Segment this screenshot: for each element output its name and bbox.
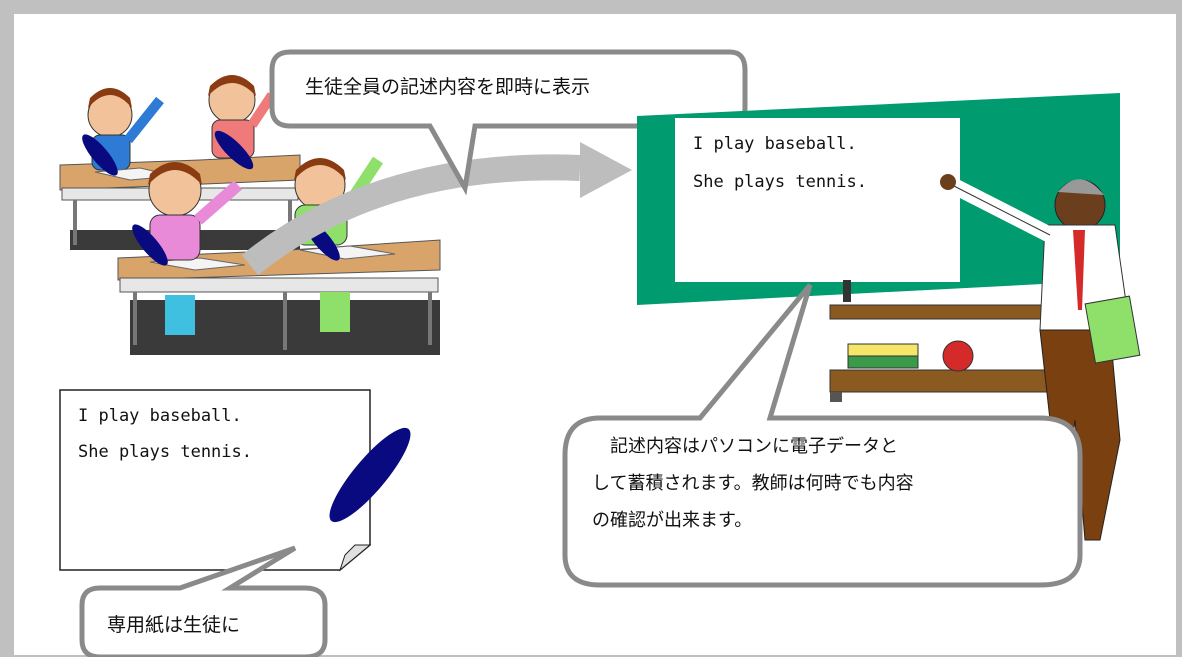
blackboard bbox=[637, 93, 1120, 305]
frame-border-top bbox=[0, 0, 1182, 14]
right-callout-line-2: して蓄積されます。教師は何時でも内容 bbox=[592, 473, 914, 494]
teacher-desk bbox=[829, 304, 1091, 402]
frame-border-bottom bbox=[0, 655, 1182, 657]
paper-text-line-1: I play baseball. bbox=[78, 406, 242, 426]
bottom-left-callout-text: 専用紙は生徒に bbox=[107, 614, 241, 636]
right-callout-line-3: の確認が出来ます。 bbox=[592, 510, 753, 531]
frame-border-left bbox=[0, 0, 14, 657]
right-callout-line-1: 記述内容はパソコンに電子データと bbox=[592, 436, 898, 457]
top-callout-shape bbox=[269, 49, 748, 196]
frame-border-right bbox=[1176, 0, 1182, 657]
right-callout-shape bbox=[562, 283, 1083, 588]
flow-arrow bbox=[241, 142, 632, 276]
paper-text-line-2: She plays tennis. bbox=[78, 442, 252, 462]
paper-sheet bbox=[59, 389, 411, 572]
board-text-line-2: She plays tennis. bbox=[693, 172, 867, 192]
top-callout-text: 生徒全員の記述内容を即時に表示 bbox=[305, 76, 591, 98]
board-text-line-1: I play baseball. bbox=[693, 134, 857, 154]
